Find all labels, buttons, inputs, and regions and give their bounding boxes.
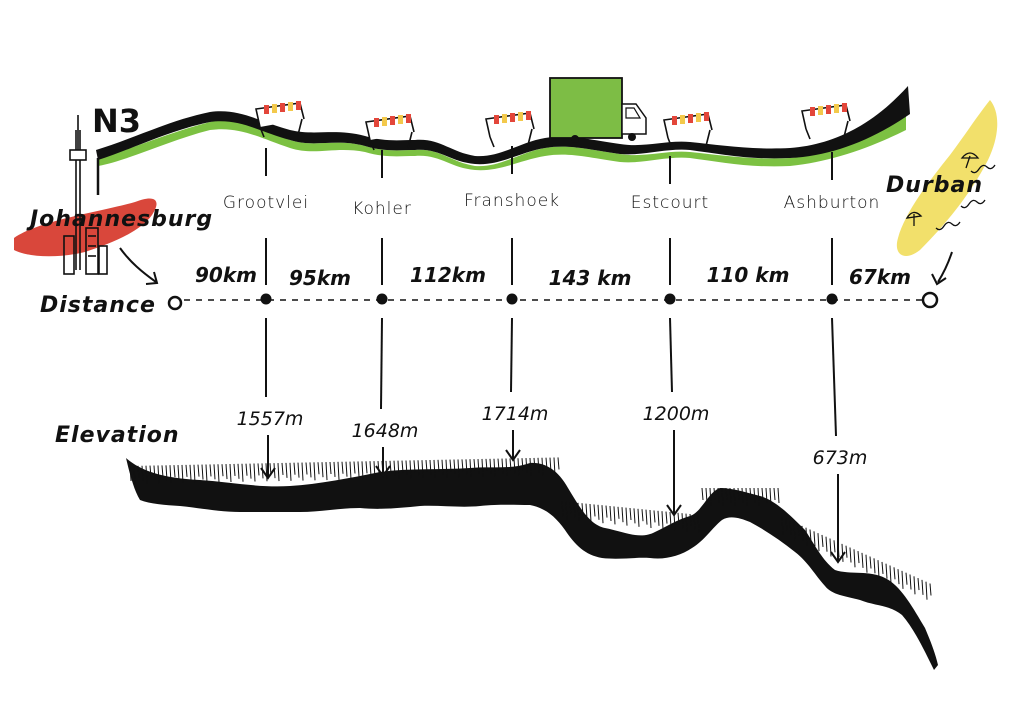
segment-distance: 95km [289, 266, 351, 290]
toll-gate-icon [365, 114, 415, 151]
stop-name: Estcourt [631, 193, 709, 213]
segment-distance: 112km [410, 263, 486, 287]
stop-elevation: 1557m [237, 408, 304, 430]
segment-distance: 67km [849, 265, 911, 289]
start-city-label: Johannesburg [26, 207, 213, 232]
stop-name: Ashburton [784, 193, 881, 213]
truck-icon [549, 77, 647, 143]
wave-lines [935, 164, 996, 231]
toll-gate-icon [485, 111, 535, 148]
distance-label: Distance [40, 293, 156, 318]
stop-name: Kohler [352, 199, 412, 219]
end-node [921, 291, 939, 309]
route-name: N3 [92, 102, 141, 140]
segment-distance: 110 km [707, 263, 790, 287]
elevation-label: Elevation [55, 423, 180, 448]
stop-franshoek: Franshoek 1714m [464, 146, 560, 462]
stop-name: Franshoek [464, 191, 560, 211]
start-city-arrow [119, 247, 157, 283]
stop-ashburton: Ashburton 673m [784, 152, 881, 564]
end-city-arrow [937, 251, 953, 283]
umbrella-icon [905, 152, 980, 226]
tower-icon [63, 115, 108, 275]
stop-node [260, 293, 272, 305]
toll-gate-icon [801, 103, 851, 140]
stop-node [664, 293, 676, 305]
segment-distance: 90km [195, 263, 257, 287]
durban-beach [896, 100, 998, 257]
stop-elevation: 1714m [482, 403, 549, 425]
stop-node [826, 293, 838, 305]
segment-distance: 143 km [549, 266, 632, 290]
stop-estcourt: Estcourt 1200m [631, 156, 710, 517]
toll-gate-icon [255, 101, 305, 138]
road-green [98, 100, 906, 171]
stop-node [376, 293, 388, 305]
elevation-texture [129, 457, 932, 600]
stop-elevation: 1648m [352, 420, 419, 442]
elevation-profile [126, 458, 938, 670]
toll-gate-icon [663, 112, 713, 149]
stop-kohler: Kohler 1648m [352, 150, 419, 478]
stop-elevation: 673m [813, 447, 868, 469]
stop-elevation: 1200m [643, 403, 710, 425]
start-node [167, 295, 183, 311]
stop-node [506, 293, 518, 305]
stop-grootvlei: Grootvlei 1557m [223, 148, 309, 480]
stop-name: Grootvlei [223, 193, 309, 213]
end-city-label: Durban [886, 173, 983, 198]
